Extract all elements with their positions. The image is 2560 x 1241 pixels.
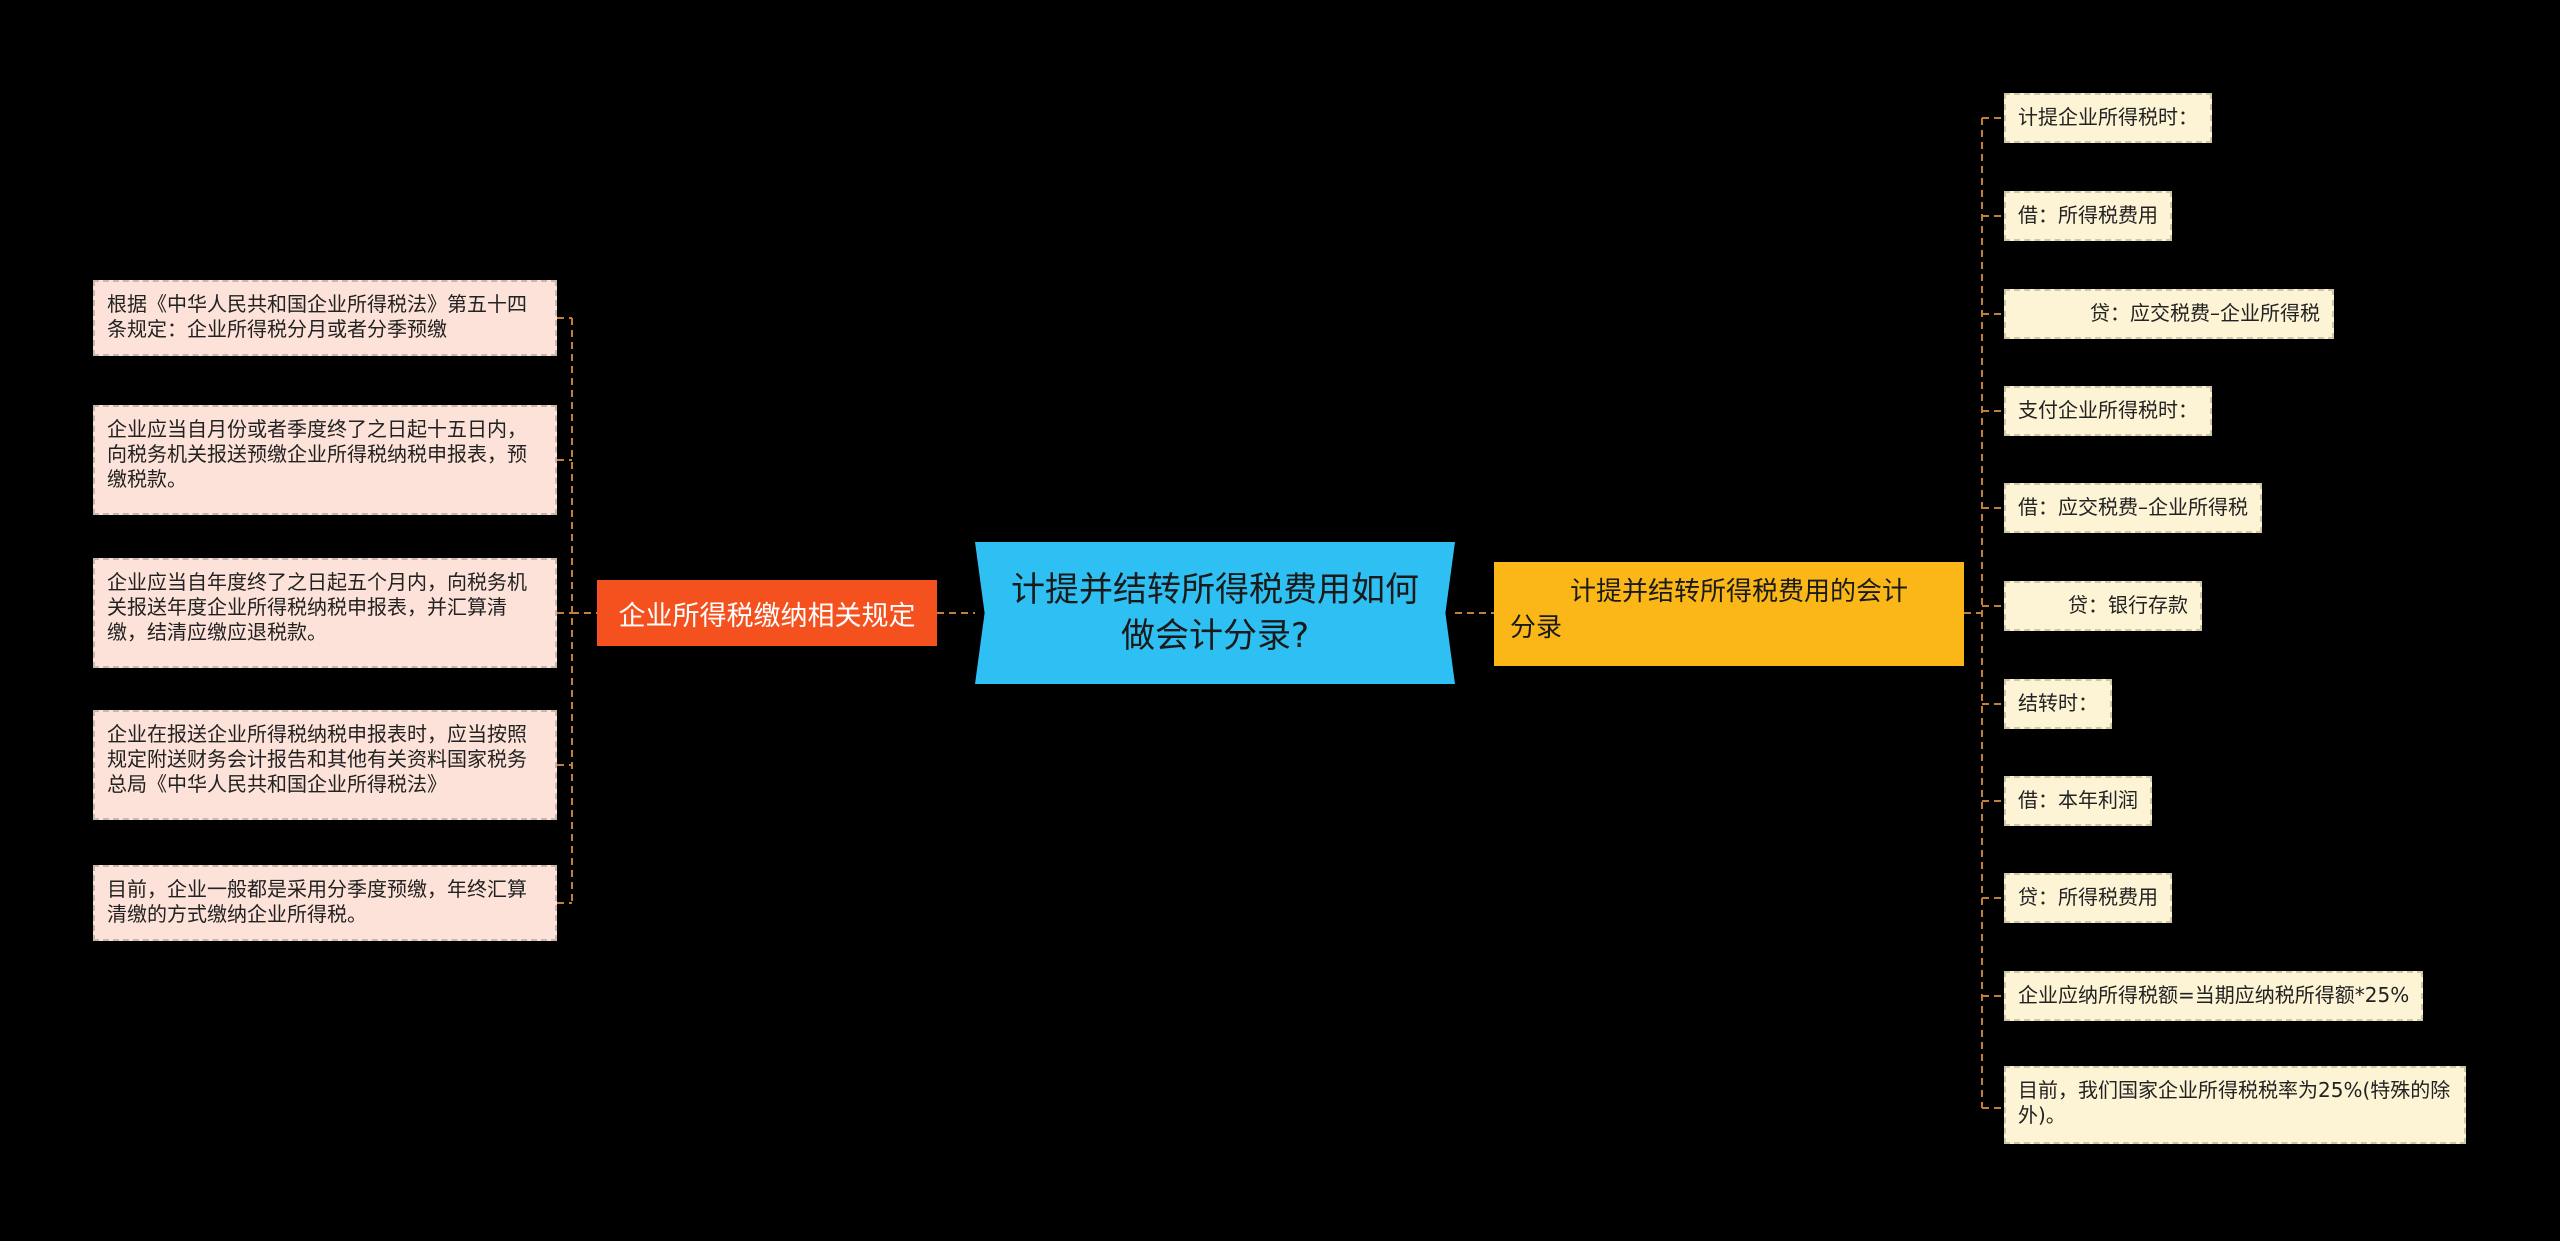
branch-tax-payment-rules-label: 企业所得税缴纳相关规定 xyxy=(618,600,916,632)
leaf-right-9-text: 贷：所得税费用 xyxy=(2018,885,2158,909)
leaf-right-4[interactable]: 支付企业所得税时： xyxy=(2004,386,2212,436)
leaf-right-3-text: 贷：应交税费–企业所得税 xyxy=(2090,301,2320,325)
leaf-left-2-text: 企业应当自月份或者季度终了之日起十五日内，向税务机关报送预缴企业所得税纳税申报表… xyxy=(107,417,527,491)
leaf-left-4[interactable]: 企业在报送企业所得税纳税申报表时，应当按照规定附送财务会计报告和其他有关资料国家… xyxy=(93,710,557,820)
leaf-right-9[interactable]: 贷：所得税费用 xyxy=(2004,873,2172,923)
branch-accounting-entries-label-line2: 分录 xyxy=(1510,613,1563,643)
leaf-right-7-text: 结转时： xyxy=(2018,691,2098,715)
leaf-left-1[interactable]: 根据《中华人民共和国企业所得税法》第五十四条规定：企业所得税分月或者分季预缴 xyxy=(93,280,557,356)
central-topic-text: 计提并结转所得税费用如何做会计分录? xyxy=(1011,570,1419,656)
leaf-right-11[interactable]: 目前，我们国家企业所得税税率为25%(特殊的除外)。 xyxy=(2004,1066,2466,1144)
leaf-right-6-text: 贷：银行存款 xyxy=(2068,593,2188,617)
leaf-left-1-text: 根据《中华人民共和国企业所得税法》第五十四条规定：企业所得税分月或者分季预缴 xyxy=(107,292,527,341)
leaf-right-8[interactable]: 借：本年利润 xyxy=(2004,776,2152,826)
leaf-right-11-text: 目前，我们国家企业所得税税率为25%(特殊的除外)。 xyxy=(2018,1078,2451,1127)
leaf-right-1-text: 计提企业所得税时： xyxy=(2018,105,2198,129)
leaf-right-5[interactable]: 借：应交税费–企业所得税 xyxy=(2004,483,2262,533)
leaf-left-2[interactable]: 企业应当自月份或者季度终了之日起十五日内，向税务机关报送预缴企业所得税纳税申报表… xyxy=(93,405,557,515)
leaf-right-2-text: 借：所得税费用 xyxy=(2018,203,2158,227)
leaf-right-6[interactable]: 贷：银行存款 xyxy=(2004,581,2202,631)
branch-tax-payment-rules[interactable]: 企业所得税缴纳相关规定 xyxy=(597,580,937,646)
leaf-left-5-text: 目前，企业一般都是采用分季度预缴，年终汇算清缴的方式缴纳企业所得税。 xyxy=(107,877,527,926)
leaf-right-8-text: 借：本年利润 xyxy=(2018,788,2138,812)
leaf-right-7[interactable]: 结转时： xyxy=(2004,679,2112,729)
leaf-left-3[interactable]: 企业应当自年度终了之日起五个月内，向税务机关报送年度企业所得税纳税申报表，并汇算… xyxy=(93,558,557,668)
leaf-right-2[interactable]: 借：所得税费用 xyxy=(2004,191,2172,241)
leaf-right-1[interactable]: 计提企业所得税时： xyxy=(2004,93,2212,143)
leaf-left-5[interactable]: 目前，企业一般都是采用分季度预缴，年终汇算清缴的方式缴纳企业所得税。 xyxy=(93,865,557,941)
central-topic[interactable]: 计提并结转所得税费用如何做会计分录? xyxy=(975,542,1455,684)
leaf-right-4-text: 支付企业所得税时： xyxy=(2018,398,2198,422)
leaf-right-5-text: 借：应交税费–企业所得税 xyxy=(2018,495,2248,519)
leaf-left-3-text: 企业应当自年度终了之日起五个月内，向税务机关报送年度企业所得税纳税申报表，并汇算… xyxy=(107,570,527,644)
leaf-right-10-text: 企业应纳所得税额=当期应纳税所得额*25% xyxy=(2018,983,2410,1007)
branch-accounting-entries[interactable]: 计提并结转所得税费用的会计 分录 xyxy=(1494,562,1964,666)
leaf-right-10[interactable]: 企业应纳所得税额=当期应纳税所得额*25% xyxy=(2004,971,2424,1021)
leaf-right-3[interactable]: 贷：应交税费–企业所得税 xyxy=(2004,289,2334,339)
branch-accounting-entries-label-line1: 计提并结转所得税费用的会计 xyxy=(1570,577,1909,607)
leaf-left-4-text: 企业在报送企业所得税纳税申报表时，应当按照规定附送财务会计报告和其他有关资料国家… xyxy=(107,722,527,796)
